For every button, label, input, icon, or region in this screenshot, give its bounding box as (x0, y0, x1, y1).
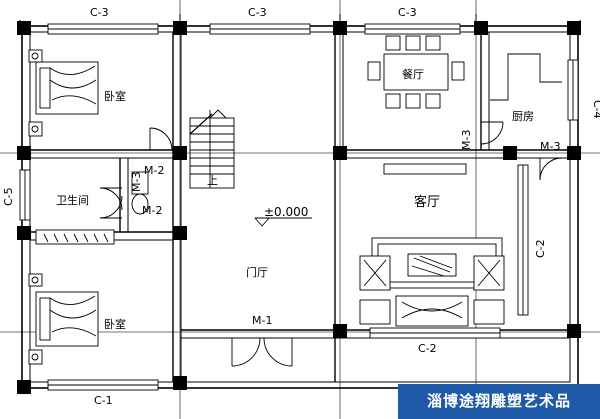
room-label-kitchen: 厨房 (512, 110, 534, 123)
window-code-right-kitchen: C-4 (591, 100, 600, 119)
room-label-dining: 餐厅 (402, 67, 424, 81)
watermark-banner: 淄博途翔雕塑艺术品 (398, 384, 600, 419)
bathroom-fixtures (35, 171, 149, 245)
room-label-foyer: 门厅 (246, 265, 268, 279)
door-code-kitchen-right: M-3 (540, 140, 560, 153)
window-code-right-living: C-2 (534, 239, 547, 258)
window-code-top-mid: C-3 (248, 6, 267, 19)
door-code-kitchen-vertical: M-3 (460, 130, 473, 150)
door-code-bath: M-2 (142, 204, 162, 217)
room-label-bedroom-top: 卧室 (104, 89, 126, 103)
living-room-furniture (359, 163, 505, 327)
window-code-bottom-left: C-1 (94, 394, 113, 407)
window-code-left-bath: C-5 (2, 187, 15, 206)
kitchen-counter (490, 53, 562, 101)
door-code-entrance: M-1 (252, 314, 272, 327)
window-code-bottom-living: C-2 (418, 342, 437, 355)
bed-top (28, 49, 99, 137)
room-label-bedroom-bottom: 卧室 (104, 317, 126, 331)
window-code-top-left: C-3 (90, 6, 109, 19)
room-label-living: 客厅 (414, 194, 440, 210)
room-label-bathroom: 卫生间 (56, 193, 89, 207)
staircase (189, 109, 235, 189)
doors (99, 121, 563, 367)
window-code-top-right: C-3 (398, 6, 417, 19)
dining-set (367, 35, 465, 109)
columns (17, 21, 581, 394)
door-code-bath-vertical: M-3 (130, 172, 143, 192)
bed-bottom (28, 273, 99, 365)
windows (19, 23, 579, 391)
door-code-bedroom-top: M-2 (144, 164, 164, 177)
level-mark-symbol (254, 217, 312, 227)
stair-up-label: 上 (207, 174, 218, 187)
level-mark-label: ±0.000 (264, 205, 308, 219)
